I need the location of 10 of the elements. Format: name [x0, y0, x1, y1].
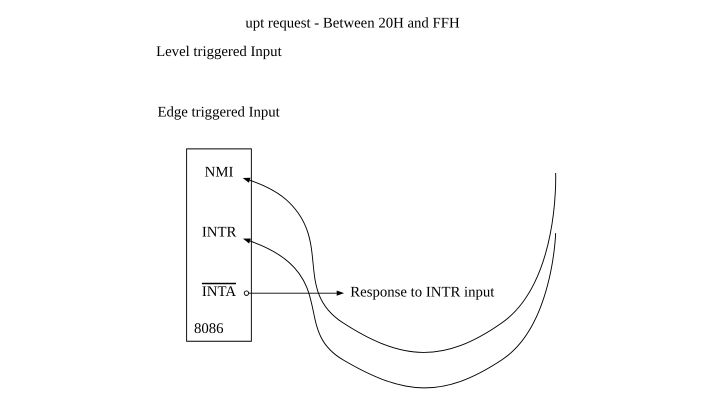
diagram-title: upt request - Between 20H and FFH: [245, 16, 460, 32]
arrow: [242, 232, 556, 388]
node-text: INTA: [202, 284, 236, 300]
arrow: [242, 172, 556, 353]
node-text: INTR: [202, 224, 236, 241]
node-text: Edge triggered Input: [157, 104, 280, 120]
arrow: [244, 290, 344, 296]
node-text: NMI: [204, 164, 234, 180]
node-text: Response to INTR input: [350, 284, 494, 301]
node-text: Level triggered Input: [156, 44, 282, 60]
